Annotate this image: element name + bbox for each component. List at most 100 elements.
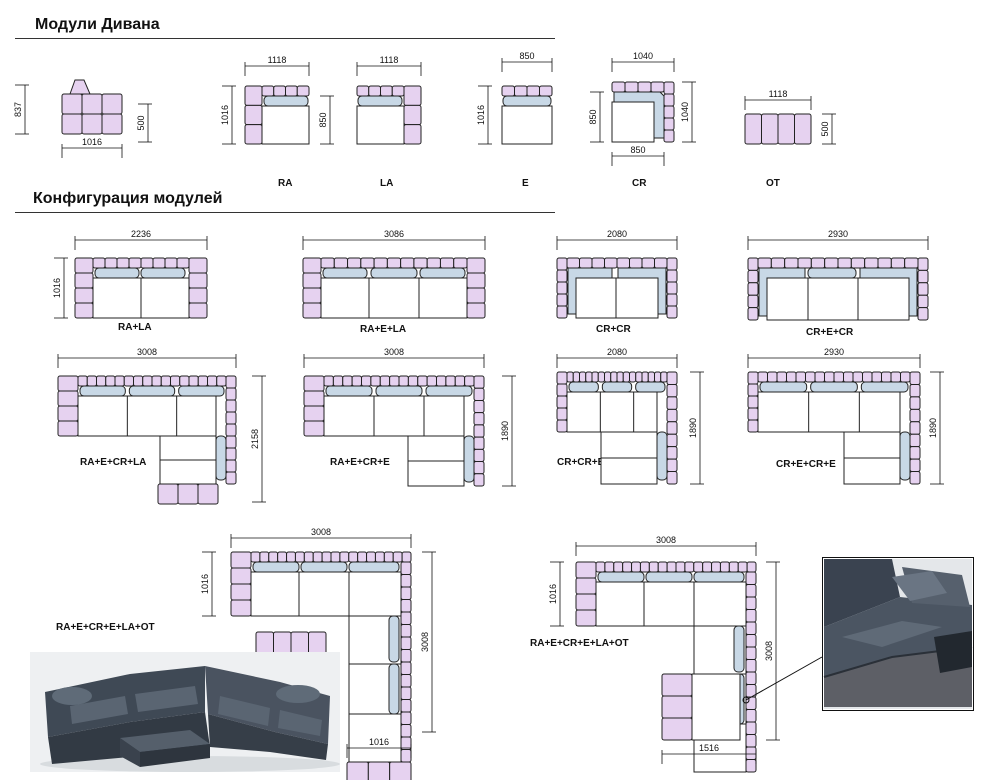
- module-block: [862, 371, 873, 383]
- module-block: [57, 420, 79, 437]
- dimension-label: 3008: [764, 641, 774, 661]
- module-block: [164, 257, 178, 269]
- module-block: [745, 746, 757, 760]
- dimension-label: 3008: [384, 347, 404, 357]
- config-label-cr-e-cr: CR+E+CR: [806, 327, 854, 338]
- dimension-label: 3008: [420, 632, 430, 652]
- module-block: [197, 483, 219, 505]
- dimension-label: 1016: [369, 737, 389, 747]
- module-block: [648, 561, 659, 573]
- module-block: [57, 375, 79, 392]
- module-block: [439, 257, 455, 269]
- back-cushion: [645, 571, 693, 583]
- module-block: [157, 483, 179, 505]
- module-block: [453, 257, 468, 269]
- module-block: [230, 567, 252, 585]
- back-cushion: [325, 385, 373, 397]
- config-label-l-shape-b: RA+E+CR+E+LA+OT: [530, 638, 629, 649]
- module-block: [61, 113, 83, 135]
- module-block: [244, 104, 263, 126]
- dimension-label: 2930: [824, 347, 844, 357]
- module-block: [230, 551, 252, 569]
- module-block: [466, 302, 486, 319]
- module-block: [604, 257, 618, 269]
- back-cushion: [502, 95, 552, 107]
- module-block: [852, 371, 863, 383]
- module-block: [373, 257, 388, 269]
- module-block: [250, 551, 261, 563]
- seat: [757, 391, 901, 433]
- config-label-ra-e-cr-e: RA+E+CR+E: [330, 457, 390, 468]
- module-block: [575, 593, 597, 611]
- back-cushion: [597, 571, 645, 583]
- module-block: [747, 395, 759, 409]
- module-block: [711, 561, 721, 573]
- module-block: [611, 81, 626, 93]
- module-block: [473, 473, 485, 487]
- module-block: [728, 561, 739, 573]
- module-block: [661, 717, 693, 741]
- module-block: [745, 634, 757, 648]
- back-cushion: [656, 431, 668, 481]
- seat: [501, 105, 553, 145]
- dimension-label: 2080: [607, 347, 627, 357]
- module-block: [786, 371, 797, 383]
- module-block: [824, 371, 835, 383]
- module-block: [647, 371, 655, 383]
- module-block: [616, 257, 630, 269]
- dimension-label: 1516: [699, 743, 719, 753]
- module-block: [207, 375, 218, 387]
- module-block: [303, 405, 325, 422]
- module-block: [747, 307, 759, 321]
- module-block: [400, 674, 412, 688]
- module-block: [719, 561, 730, 573]
- back-cushion: [463, 435, 475, 483]
- dimension-label: 2158: [250, 429, 260, 449]
- module-block: [747, 407, 759, 421]
- module-block: [400, 561, 412, 575]
- module-block: [616, 371, 624, 383]
- module-block: [302, 257, 322, 274]
- module-block: [225, 459, 237, 473]
- module-block: [566, 371, 574, 383]
- module-block: [367, 761, 391, 780]
- module-block: [745, 671, 757, 685]
- module-block: [761, 113, 779, 145]
- module-block: [637, 81, 652, 93]
- module-block: [473, 424, 485, 438]
- module-block: [641, 371, 649, 383]
- dimension-label: 1118: [268, 55, 287, 65]
- module-block: [917, 269, 929, 284]
- module-block: [225, 411, 237, 425]
- dimension-label: 1016: [220, 105, 230, 125]
- module-block: [473, 387, 485, 401]
- module-block: [370, 375, 381, 387]
- module-block: [747, 371, 759, 385]
- back-cushion: [140, 267, 186, 279]
- module-block: [745, 571, 757, 585]
- module-block: [641, 257, 655, 269]
- config-label-cr-e-cr-e: CR+E+CR+E: [776, 459, 836, 470]
- module-block: [225, 471, 237, 485]
- module-block: [654, 371, 662, 383]
- module-block: [188, 302, 208, 319]
- module-block: [179, 375, 190, 387]
- module-block: [188, 257, 208, 274]
- module-block: [225, 423, 237, 437]
- module-block: [745, 646, 757, 660]
- config-label-ra-e-cr-la: RA+E+CR+LA: [80, 457, 147, 468]
- module-block: [225, 399, 237, 413]
- module-block: [81, 93, 103, 115]
- dimension-label: 3008: [137, 347, 157, 357]
- module-block: [368, 85, 381, 97]
- module-block: [745, 584, 757, 598]
- module-block: [140, 257, 154, 269]
- module-block: [303, 551, 314, 563]
- dimension-label: 3008: [311, 527, 331, 537]
- module-block: [330, 551, 341, 563]
- module-block: [473, 461, 485, 475]
- seat: [691, 673, 741, 741]
- dimension-label: 1040: [680, 102, 690, 122]
- module-block: [128, 257, 142, 269]
- dimension-label: 500: [136, 115, 146, 130]
